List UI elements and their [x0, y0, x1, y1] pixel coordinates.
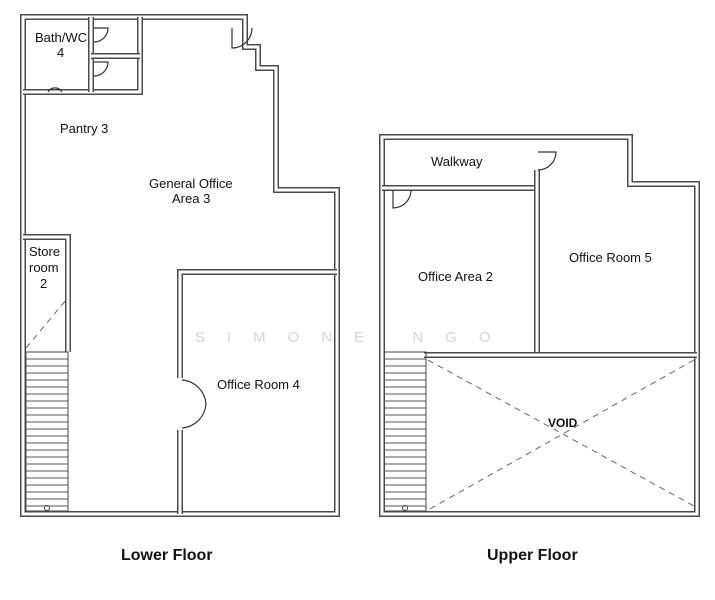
lower-floor-plan: Bath/WC 4 Pantry 3 General Office Area 3…: [20, 14, 340, 517]
walkway-walls: [382, 151, 557, 355]
void-label: VOID: [548, 416, 578, 430]
store-room-number: 2: [40, 276, 47, 291]
stair-frame: [25, 351, 69, 512]
office-area-2-label: Office Area 2: [418, 269, 493, 284]
walkway-label: Walkway: [431, 154, 483, 169]
upper-floor-plan: Walkway Office Area 2 Office Room 5 VOID: [379, 134, 700, 517]
upper-staircase: [383, 351, 427, 512]
store-room-label: Store: [29, 244, 60, 259]
office-room-4-label: Office Room 4: [217, 377, 300, 392]
office-room-4-walls: [177, 269, 337, 514]
lower-floor-outer-wall: [20, 14, 340, 517]
lower-entry-door: [231, 27, 253, 49]
general-office-area-label: Area 3: [172, 191, 210, 206]
pantry-label: Pantry 3: [60, 121, 108, 136]
upper-floor-title: Upper Floor: [487, 547, 578, 564]
stair-frame: [383, 351, 427, 512]
stair-marker: [44, 505, 50, 511]
store-room-walls: [23, 234, 71, 352]
stair-marker: [402, 505, 408, 511]
bathroom-doors: [47, 27, 109, 93]
upper-floor-outer-wall: [379, 134, 700, 517]
store-room-label-2: room: [29, 260, 59, 275]
office-room-5-label: Office Room 5: [569, 250, 652, 265]
general-office-label: General Office: [149, 176, 233, 191]
bathroom-walls: [23, 17, 143, 95]
lower-floor-title: Lower Floor: [121, 547, 213, 564]
void-area: [424, 352, 697, 511]
lower-staircase: [25, 351, 69, 512]
watermark-text: SIMONE NGO: [195, 329, 513, 346]
bath-wc-label: Bath/WC: [35, 30, 87, 45]
bath-wc-number: 4: [57, 45, 64, 60]
